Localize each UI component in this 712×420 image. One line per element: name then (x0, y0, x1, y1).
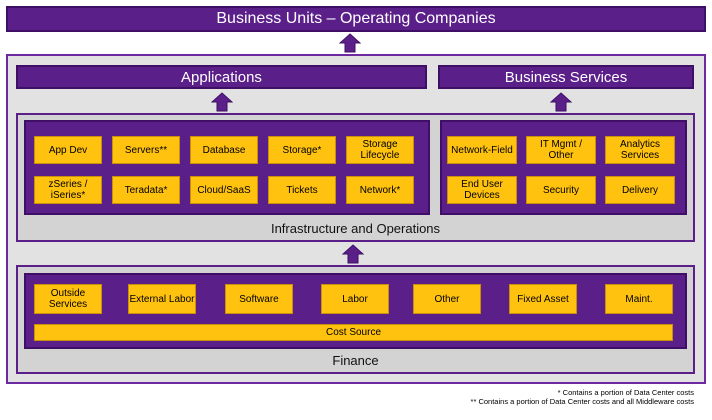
business-units-bar: Business Units – Operating Companies (6, 6, 706, 32)
other-box: Other (413, 284, 481, 314)
business-services-label: Business Services (504, 68, 628, 86)
software-box: Software (225, 284, 293, 314)
network-field-box: Network-Field (447, 136, 517, 164)
up-arrow-icon (339, 33, 361, 53)
labor-box: Labor (321, 284, 389, 314)
analytics-services-box: Analytics Services (605, 136, 675, 164)
app-dev-box: App Dev (34, 136, 102, 164)
up-arrow-icon (342, 244, 364, 264)
zseries-iseries-box: zSeries / iSeries* (34, 176, 102, 204)
external-labor-box: External Labor (128, 284, 196, 314)
applications-bar: Applications (16, 65, 427, 89)
delivery-box: Delivery (605, 176, 675, 204)
cloud-saas-box: Cloud/SaaS (190, 176, 258, 204)
up-arrow-icon (550, 92, 572, 112)
business-units-label: Business Units – Operating Companies (216, 10, 496, 27)
applications-label: Applications (181, 68, 262, 86)
teradata-box: Teradata* (112, 176, 180, 204)
maint-box: Maint. (605, 284, 673, 314)
tickets-box: Tickets (268, 176, 336, 204)
fixed-asset-box: Fixed Asset (509, 284, 577, 314)
database-box: Database (190, 136, 258, 164)
cost-source-bar: Cost Source (34, 324, 673, 341)
infrastructure-caption: Infrastructure and Operations (270, 221, 441, 236)
footnote-single-asterisk: * Contains a portion of Data Center cost… (557, 388, 694, 397)
servers-box: Servers** (112, 136, 180, 164)
footnote-double-asterisk: ** Contains a portion of Data Center cos… (470, 397, 694, 406)
network-box: Network* (346, 176, 414, 204)
up-arrow-icon (211, 92, 233, 112)
it-mgmt-other-box: IT Mgmt / Other (526, 136, 596, 164)
storage-box: Storage* (268, 136, 336, 164)
end-user-devices-box: End User Devices (447, 176, 517, 204)
storage-lifecycle-box: Storage Lifecycle (346, 136, 414, 164)
business-services-bar: Business Services (438, 65, 694, 89)
finance-caption: Finance (332, 353, 379, 368)
security-box: Security (526, 176, 596, 204)
outside-services-box: Outside Services (34, 284, 102, 314)
